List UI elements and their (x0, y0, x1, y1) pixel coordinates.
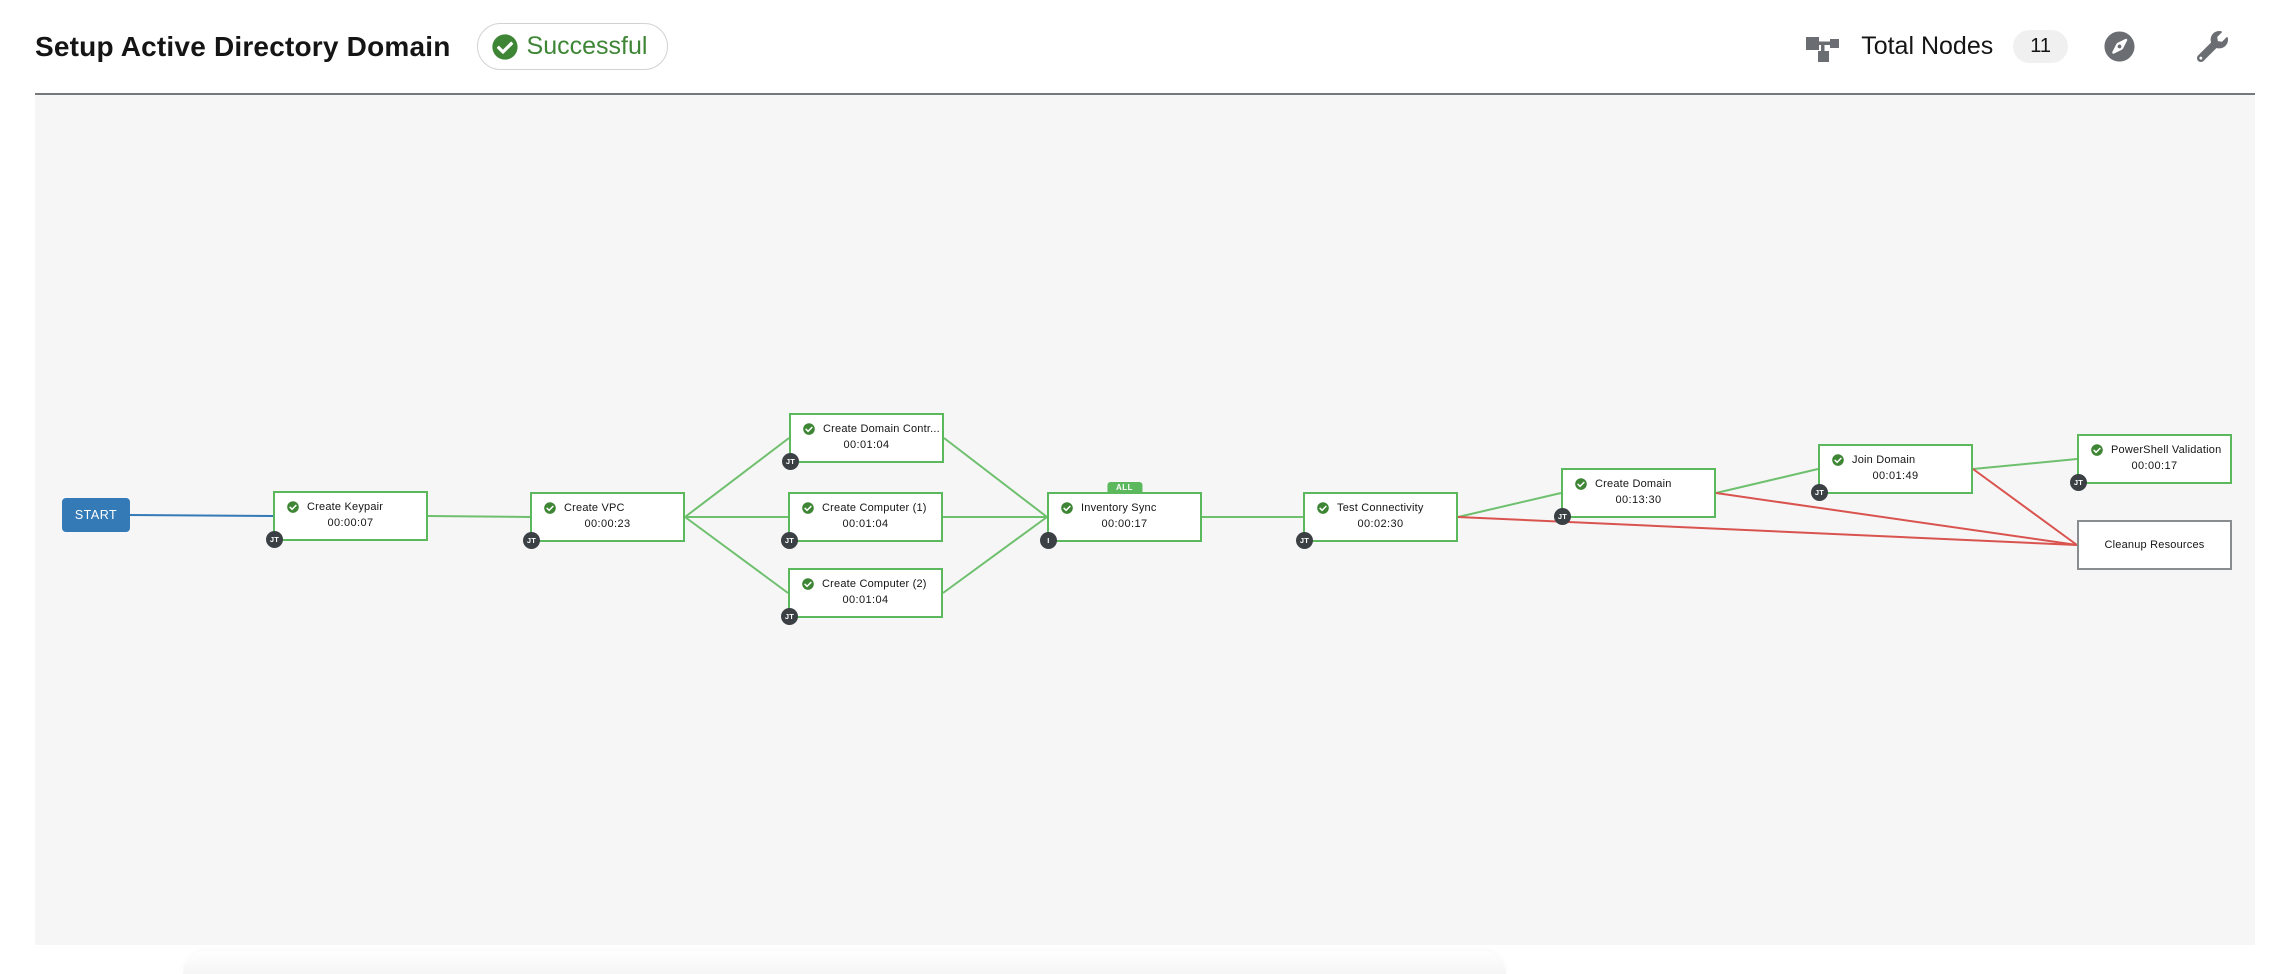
compass-icon (2104, 31, 2135, 62)
node-elapsed-time: 00:00:17 (1101, 518, 1148, 530)
node-type-badge: JT (523, 532, 540, 549)
node-elapsed-time: 00:01:04 (842, 594, 889, 606)
node-type-badge: JT (2070, 474, 2087, 491)
node-title: Create Computer (1) (822, 502, 927, 514)
link-create-computer-2-to-inventory-sync[interactable] (942, 516, 1048, 594)
link-join-domain-to-powershell-validation[interactable] (1972, 458, 2078, 470)
check-circle-icon (802, 578, 814, 590)
node-title: Create Computer (2) (822, 578, 927, 590)
node-elapsed-time: 00:01:04 (842, 518, 889, 530)
link-start-to-create-keypair[interactable] (129, 514, 274, 517)
link-create-vpc-to-create-computer-2[interactable] (684, 516, 789, 594)
start-node: START (62, 498, 130, 532)
workflow-node-cleanup-resources[interactable]: Cleanup Resources (2077, 520, 2232, 570)
total-nodes-count: 11 (2013, 30, 2068, 63)
page-title: Setup Active Directory Domain (35, 30, 451, 62)
check-circle-icon (1575, 478, 1587, 490)
status-badge-label: Successful (526, 32, 648, 60)
node-title: Create Keypair (307, 501, 384, 513)
legend-button[interactable] (2104, 31, 2135, 62)
node-title: Join Domain (1852, 454, 1916, 466)
node-elapsed-time: 00:01:04 (843, 439, 890, 451)
node-type-badge: JT (782, 453, 799, 470)
link-join-domain-to-cleanup-resources[interactable] (1972, 468, 2078, 546)
node-type-badge: I (1040, 532, 1057, 549)
link-test-connectivity-to-create-domain[interactable] (1457, 492, 1562, 518)
check-circle-icon (544, 502, 556, 514)
node-type-badge: JT (781, 608, 798, 625)
node-type-badge: JT (1811, 484, 1828, 501)
node-title: Inventory Sync (1081, 502, 1157, 514)
node-elapsed-time: 00:00:17 (2131, 460, 2178, 472)
bottom-panel-edge (183, 951, 1506, 974)
node-type-badge: JT (781, 532, 798, 549)
node-title: Cleanup Resources (2104, 539, 2205, 551)
wrench-icon (2197, 31, 2228, 62)
link-create-vpc-to-create-domain-controller[interactable] (684, 437, 790, 518)
node-elapsed-time: 00:02:30 (1357, 518, 1404, 530)
node-elapsed-time: 00:00:07 (327, 517, 374, 529)
link-create-domain-to-cleanup-resources[interactable] (1715, 492, 2078, 546)
node-elapsed-time: 00:01:49 (1872, 470, 1919, 482)
node-title: Create Domain (1595, 478, 1672, 490)
node-type-badge: JT (1296, 532, 1313, 549)
check-circle-icon (2091, 444, 2103, 456)
link-create-domain-to-join-domain[interactable] (1715, 468, 1819, 494)
check-circle-icon (1317, 502, 1329, 514)
node-elapsed-time: 00:00:23 (584, 518, 631, 530)
node-title: Create Domain Contr... (823, 423, 940, 435)
total-nodes-label: Total Nodes (1861, 32, 1994, 60)
link-create-keypair-to-create-vpc[interactable] (427, 515, 531, 518)
check-circle-icon (287, 501, 299, 513)
tools-button[interactable] (2197, 31, 2228, 62)
node-title: Test Connectivity (1337, 502, 1424, 514)
check-circle-icon (802, 502, 814, 514)
link-create-domain-controller-to-inventory-sync[interactable] (943, 437, 1048, 518)
check-circle-icon (1832, 454, 1844, 466)
workflow-output-header: Setup Active Directory Domain Successful… (0, 0, 2290, 93)
node-title: PowerShell Validation (2111, 444, 2222, 456)
check-circle-icon (803, 423, 815, 435)
convergence-all-badge: ALL (1106, 482, 1143, 494)
status-badge: Successful (476, 23, 669, 70)
topology-icon (1805, 32, 1841, 62)
node-type-badge: JT (1554, 508, 1571, 525)
node-type-badge: JT (266, 531, 283, 548)
node-elapsed-time: 00:13:30 (1615, 494, 1662, 506)
check-circle-icon (491, 33, 518, 60)
node-title: Create VPC (564, 502, 625, 514)
check-circle-icon (1061, 502, 1073, 514)
